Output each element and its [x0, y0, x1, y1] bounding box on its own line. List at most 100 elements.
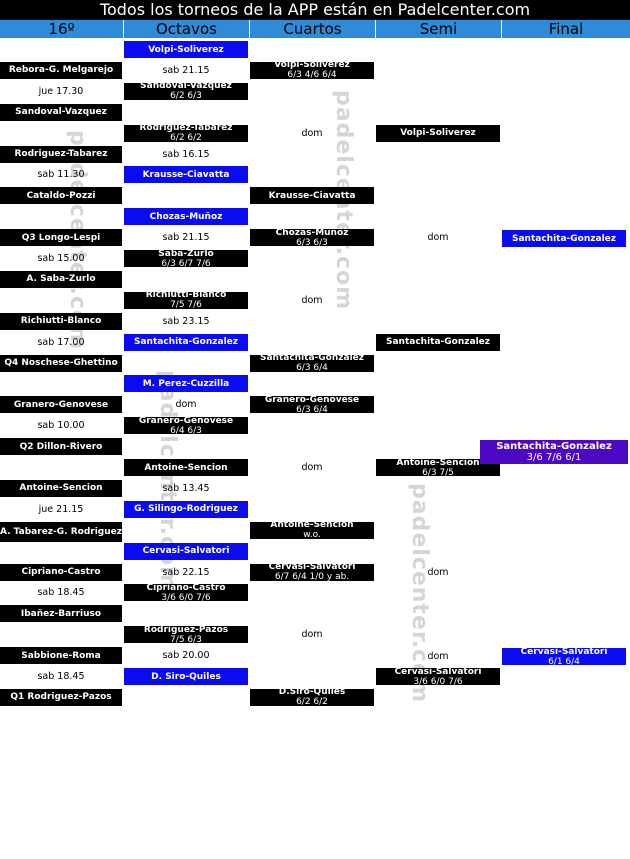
match-time: dom	[427, 651, 449, 663]
team-name: Cataldo-Pozzi	[26, 190, 96, 201]
team-name: M. Perez-Cuzzilla	[142, 378, 230, 389]
octavos-slot: Cervasi-Salvatori	[124, 542, 248, 560]
final-slot: Santachita-Gonzalez	[502, 230, 626, 248]
octavos-slot: Krausse-Ciavatta	[124, 166, 248, 184]
team-name: Q3 Longo-Lespi	[21, 232, 101, 243]
match-time: sab 20.00	[162, 650, 210, 662]
team-name: Cervasi-Salvatori	[142, 546, 230, 557]
team-slot: Sabbione-Roma	[0, 647, 122, 665]
team-name: Antoine-Sencion	[396, 459, 480, 468]
match-time: sab 21.15	[162, 64, 210, 76]
match-time: jue 17.30	[38, 85, 84, 97]
match-time: sab 23.15	[162, 315, 210, 327]
team-name: Chozas-Muñoz	[275, 229, 349, 238]
match-time: sab 22.15	[162, 566, 210, 578]
team-slot: Ibañez-Barriuso	[0, 605, 122, 623]
column-header-final: Final	[502, 20, 630, 38]
match-time: dom	[301, 629, 323, 641]
team-name: Cipriano-Castro	[21, 567, 101, 577]
match-score: 7/5 7/6	[170, 300, 202, 309]
team-name: D.Siro-Quiles	[278, 688, 346, 698]
match-time: sab 15.00	[37, 253, 85, 264]
team-name: Cervasi-Salvatori	[520, 648, 608, 657]
match-time: sab 17.00	[37, 336, 85, 348]
column-header-16: 16º	[0, 20, 124, 38]
octavos-slot: Santachita-Gonzalez	[124, 333, 248, 351]
match-score: 6/4 6/3	[170, 425, 202, 435]
octavos-slot: D. Siro-Quiles	[124, 668, 248, 685]
team-name: Rebora-G. Melgarejo	[8, 65, 114, 76]
match-score: 6/3 4/6 6/4	[287, 70, 337, 79]
match-score: 6/3 6/3	[296, 237, 328, 247]
team-name: Q1 Rodriguez-Pazos	[10, 692, 112, 703]
team-name: Volpi-Soliverez	[400, 128, 476, 139]
team-slot: A. Tabarez-G. Rodriguez	[0, 521, 122, 542]
column-header-semi: Semi	[376, 20, 502, 38]
team-slot: Q3 Longo-Lespi	[0, 229, 122, 247]
team-name: Rodriguez-Tabarez	[139, 124, 233, 134]
match-time: dom	[301, 127, 323, 139]
team-name: Cipriano-Castro	[146, 584, 226, 593]
team-name: Cervasi-Salvatori	[268, 563, 356, 573]
match-time: dom	[301, 294, 323, 306]
match-time: sab 18.45	[37, 671, 85, 682]
octavos-slot: Volpi-Soliverez	[124, 41, 248, 58]
match-time: sab 16.15	[162, 148, 210, 160]
team-name: Granero-Genovese	[264, 396, 360, 405]
team-name: D. Siro-Quiles	[151, 671, 221, 682]
match-time: sab 11.30	[37, 169, 85, 181]
match-score: 6/3 6/7 7/6	[161, 258, 211, 268]
team-slot: Granero-Genovese	[0, 396, 122, 414]
octavos-slot: G. Silingo-Rodriguez	[124, 500, 248, 518]
team-slot: Rodriguez-Tabarez	[0, 145, 122, 163]
team-name: Granero-Genovese	[13, 399, 109, 410]
match-score: 6/3 7/5	[422, 467, 454, 477]
team-name: Krausse-Ciavatta	[268, 190, 356, 201]
team-name: Cervasi-Salvatori	[394, 668, 482, 677]
team-slot: A. Saba-Zurlo	[0, 270, 122, 288]
match-score: 7/5 6/3	[170, 634, 202, 644]
team-name: Rodriguez-Pazos	[143, 626, 229, 635]
semi-slot: Volpi-Soliverez	[376, 124, 500, 142]
team-name: Sandoval-Vazquez	[15, 107, 107, 118]
team-name: Antoine-Sencion	[144, 462, 228, 473]
team-name: Santachita-Gonzalez	[386, 337, 490, 348]
match-score: 6/3 6/4	[296, 363, 328, 372]
team-name: Saba-Zurlo	[158, 250, 214, 259]
match-score: 6/1 6/4	[548, 656, 580, 666]
team-slot: Rebora-G. Melgarejo	[0, 61, 122, 79]
match-score: 6/7 6/4 1/0 y ab.	[274, 572, 350, 581]
team-slot: Q1 Rodriguez-Pazos	[0, 688, 122, 706]
semi-slot: Santachita-Gonzalez	[376, 333, 500, 351]
match-time: sab 10.00	[37, 420, 85, 432]
team-name: Rodriguez-Tabarez	[14, 149, 108, 159]
team-slot: Q2 Dillon-Rivero	[0, 438, 122, 456]
team-name: Santachita-Gonzalez	[496, 441, 612, 453]
octavos-slot: Chozas-Muñoz	[124, 208, 248, 226]
match-time: dom	[301, 462, 323, 473]
match-time: sab 18.45	[37, 587, 85, 599]
match-time: dom	[427, 232, 449, 244]
team-name: Richiutti-Blanco	[20, 316, 102, 327]
team-name: Q2 Dillon-Rivero	[19, 441, 103, 452]
team-name: Sabbione-Roma	[21, 650, 101, 661]
team-name: Santachita-Gonzalez	[512, 233, 616, 244]
page-title: Todos los torneos de la APP están en Pad…	[0, 0, 630, 20]
team-name: Antoine-Sencion	[19, 483, 103, 494]
team-name: Volpi-Soliverez	[148, 44, 224, 55]
team-name: Richiutti-Blanco	[145, 291, 227, 301]
team-name: Antoine-Sencion	[270, 521, 354, 531]
match-score: w.o.	[303, 530, 321, 539]
